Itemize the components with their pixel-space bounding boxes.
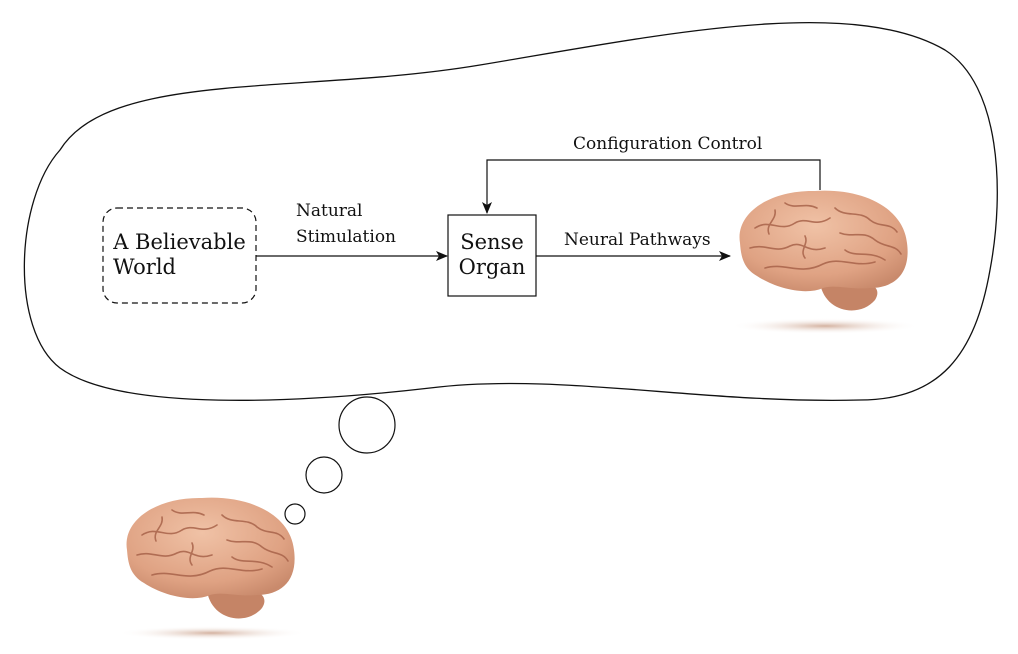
brain-body — [739, 190, 908, 292]
stimulation-label-line1: Natural — [296, 201, 363, 221]
cerebellum — [207, 590, 265, 619]
brain-shadow — [117, 626, 307, 640]
world-node-label-line1: A Believable — [113, 230, 246, 254]
bubble-medium — [305, 456, 343, 494]
configuration-control-arrow — [482, 159, 821, 214]
bubble-small — [284, 503, 306, 525]
stimulation-label-line2: Stimulation — [296, 227, 397, 247]
brain-shadow — [730, 318, 920, 334]
world-node-label: A Believable World — [103, 230, 256, 280]
thought-cloud-outline — [23, 22, 998, 401]
sense-organ-label-line2: Organ — [458, 255, 526, 279]
thought-bubble-icon — [284, 396, 396, 525]
neural-pathways-label: Neural Pathways — [564, 230, 711, 250]
world-node-label-line2: World — [113, 255, 176, 279]
brain-icon — [730, 190, 920, 334]
cerebellum — [820, 282, 878, 311]
sense-organ-label-line1: Sense — [460, 230, 524, 254]
bubble-large — [338, 396, 396, 454]
sense-organ-label: Sense Organ — [448, 230, 536, 280]
brain-icon — [117, 497, 307, 640]
configuration-control-label: Configuration Control — [573, 134, 763, 154]
brain-body — [126, 497, 295, 599]
